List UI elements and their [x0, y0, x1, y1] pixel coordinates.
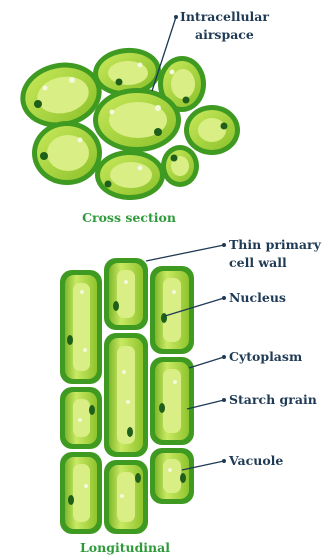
starch-grain-label: Starch grain: [229, 392, 317, 407]
nucleus-icon: [135, 473, 141, 483]
cross-cell: [93, 88, 181, 152]
cytoplasm-label: Cytoplasm: [229, 349, 302, 364]
nucleus-icon: [171, 155, 178, 162]
nucleus-icon: [180, 473, 186, 483]
cross-cell: [161, 145, 199, 187]
nucleus-icon: [89, 405, 95, 415]
nucleus-icon: [127, 427, 133, 437]
long-cell: [60, 270, 102, 384]
nucleus-icon: [161, 313, 167, 323]
cross-cell: [95, 150, 165, 200]
intracellular-airspace-label-line2: airspace: [195, 27, 254, 42]
nucleus-icon: [113, 301, 119, 311]
intracellular-airspace-label: Intracellular: [180, 9, 269, 24]
long-cell: [150, 266, 194, 354]
nucleus-icon: [67, 335, 73, 345]
thin-primary-cell-wall-label-line2: cell wall: [229, 255, 287, 270]
nucleus-icon: [116, 79, 123, 86]
long-cell: [60, 452, 102, 534]
nucleus-label: Nucleus: [229, 290, 286, 305]
long-cell: [104, 258, 148, 330]
cross-section-cells: [14, 45, 240, 200]
longitudinal-caption: Longitudinal: [80, 540, 170, 555]
nucleus-icon: [221, 123, 228, 130]
cross-cell: [32, 121, 102, 185]
long-cell: [60, 387, 102, 449]
nucleus-icon: [183, 97, 190, 104]
nucleus-icon: [34, 100, 42, 108]
long-cell: [104, 460, 148, 534]
long-cell: [150, 357, 194, 445]
vacuole-label: Vacuole: [228, 453, 283, 468]
longitudinal-cells: [60, 258, 194, 534]
thin-primary-cell-wall-label: Thin primary: [229, 237, 322, 252]
nucleus-icon: [40, 152, 48, 160]
nucleus-icon: [159, 403, 165, 413]
nucleus-icon: [105, 181, 112, 188]
nucleus-icon: [68, 495, 74, 505]
long-cell: [104, 333, 148, 457]
cross-section-caption: Cross section: [82, 210, 176, 225]
long-cell: [150, 448, 194, 504]
nucleus-icon: [154, 128, 162, 136]
cross-cell: [184, 105, 240, 155]
